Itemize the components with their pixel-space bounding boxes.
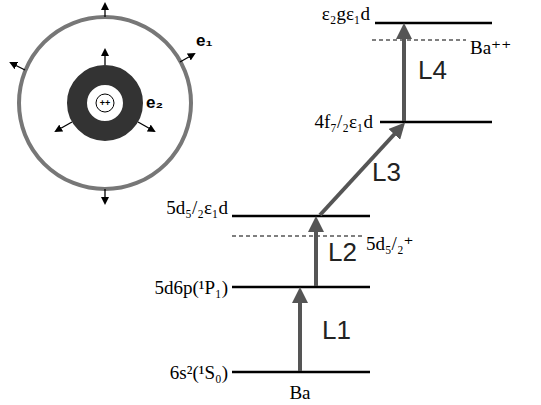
laser-arrows <box>300 29 404 371</box>
ion-charge: ++ <box>100 99 111 108</box>
laser-label: L2 <box>328 239 357 265</box>
level-label: 5d₅/₂ε₁d <box>166 198 228 217</box>
level-label: ε₂gε₁d <box>322 4 370 23</box>
energy-levels <box>232 23 492 372</box>
level-label: 4f₇/₂ε₁d <box>315 112 373 131</box>
limit-label: 5d₅/₂⁺ <box>366 234 414 253</box>
laser-label: L4 <box>418 57 447 83</box>
vector-label: e₂ <box>146 94 163 111</box>
ionization-limits <box>232 40 466 236</box>
atom-label: Ba <box>289 383 310 402</box>
level-label: 6s²(¹S₀) <box>170 363 228 382</box>
laser-label: L3 <box>372 159 401 185</box>
laser-label: L1 <box>322 317 351 343</box>
level-label: 5d6p(¹P₁) <box>154 278 228 297</box>
ion-inset <box>11 4 194 203</box>
limit-label: Ba⁺⁺ <box>470 38 511 57</box>
vector-label: e₁ <box>196 32 213 49</box>
